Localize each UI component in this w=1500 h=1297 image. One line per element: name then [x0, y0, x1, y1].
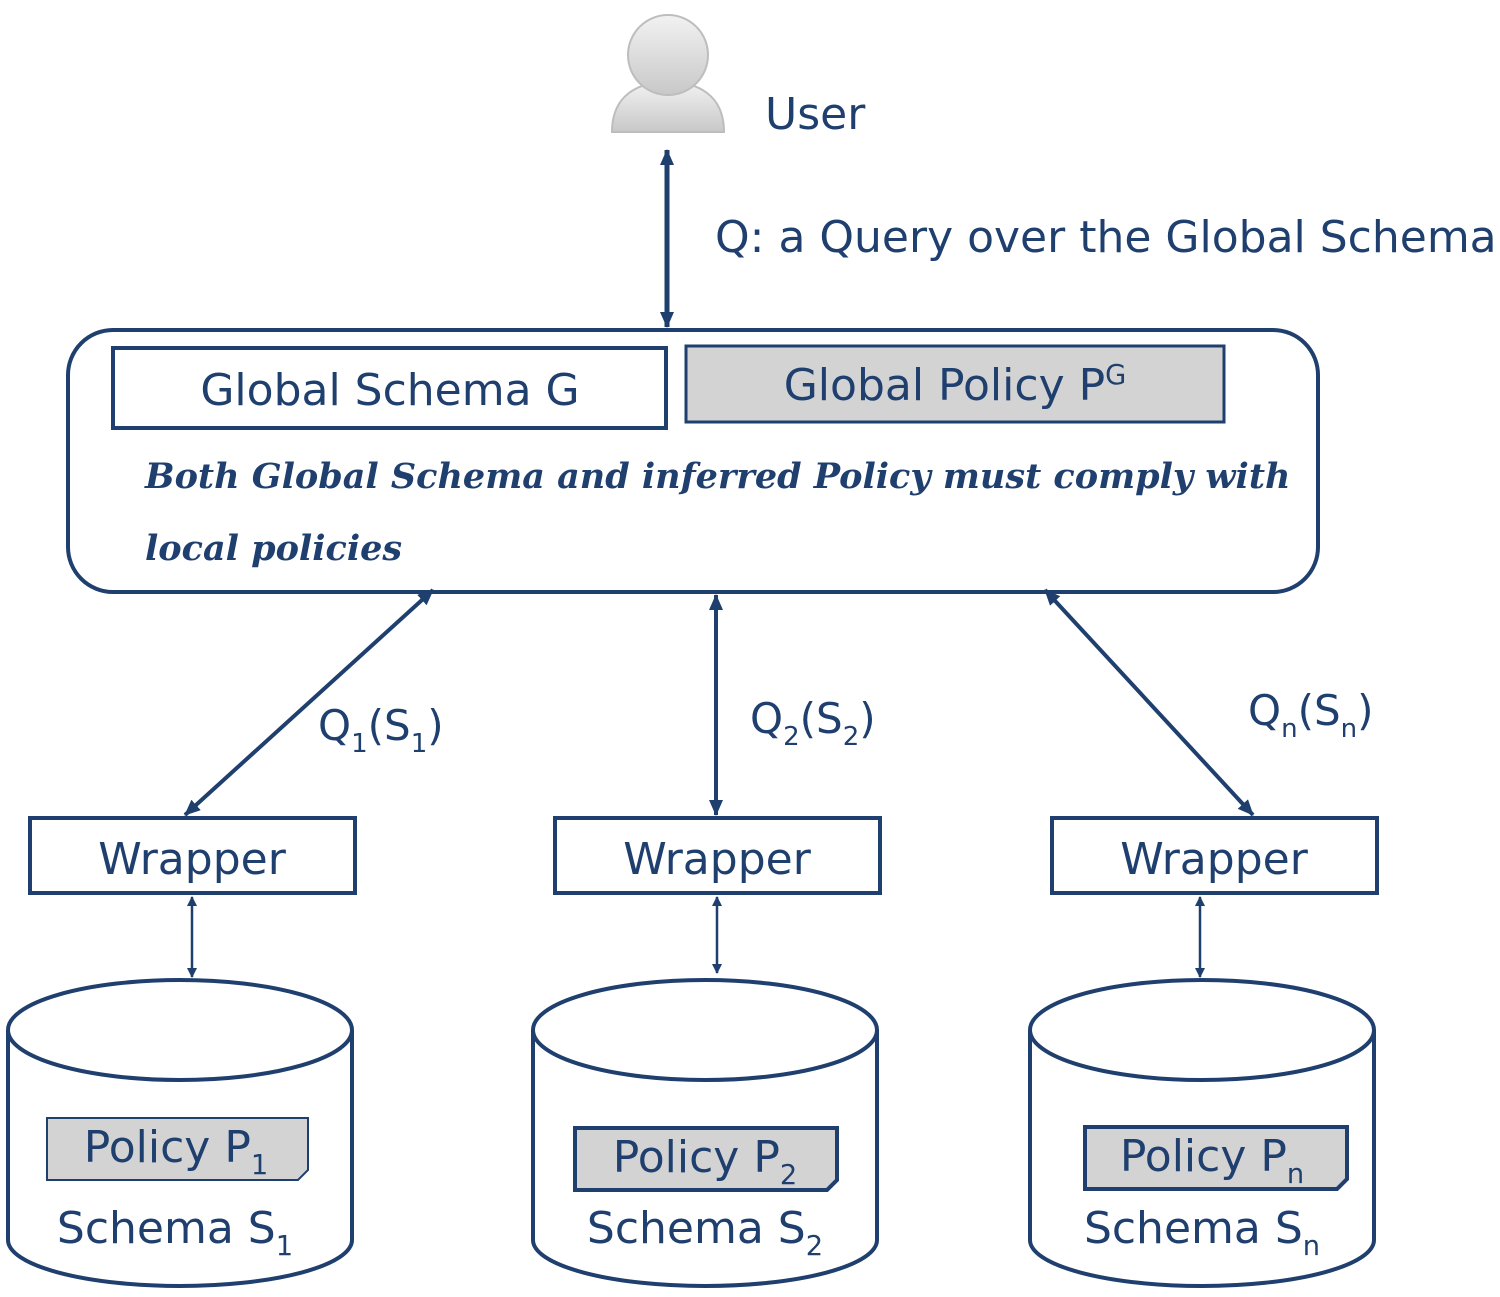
query-q: Q: [1248, 686, 1281, 735]
query-s: S: [384, 701, 411, 750]
wrapper-2-box: [553, 816, 882, 895]
policy-1-sub: 1: [251, 1150, 268, 1181]
global-policy-label: Global Policy PG: [784, 360, 1127, 411]
policy-2-sub: 2: [780, 1160, 797, 1191]
database-n-top: [1028, 978, 1376, 1082]
query-q: Q: [750, 694, 783, 743]
paren-open: (: [368, 701, 384, 750]
source-1-query-arrow: [183, 588, 435, 817]
schema-2-text: Schema S: [587, 1203, 806, 1254]
wrapper-1-box: [28, 816, 357, 895]
schema-n-text: Schema S: [1084, 1203, 1303, 1254]
policy-n-sub: n: [1287, 1159, 1304, 1190]
database-2-top: [531, 978, 879, 1082]
wrapper-n-label: Wrapper: [1120, 834, 1309, 885]
schema-n-label: Schema Sn: [1084, 1203, 1320, 1262]
policy-1-text: Policy P: [84, 1122, 251, 1173]
query-s-sub: 2: [843, 722, 860, 752]
policy-2-label: Policy P2: [613, 1132, 797, 1191]
database-2: Policy P2 Schema S2: [531, 978, 879, 1288]
paren-open: (: [1298, 686, 1314, 735]
query-s: S: [1314, 686, 1341, 735]
source-n-query-arrow: [1043, 588, 1255, 817]
global-policy-text: Global Policy P: [784, 360, 1105, 411]
query-s-sub: n: [1341, 714, 1358, 744]
database-n: Policy Pn Schema Sn: [1028, 978, 1376, 1288]
policy-2-text: Policy P: [613, 1132, 780, 1183]
schema-1-text: Schema S: [57, 1203, 276, 1254]
database-1: Policy P1 Schema S1: [6, 978, 354, 1288]
schema-1-label: Schema S1: [57, 1203, 293, 1262]
source-n-query-label: Qn(Sn): [1248, 686, 1374, 744]
wrapper-2-label: Wrapper: [623, 834, 812, 885]
schema-1-sub: 1: [276, 1231, 293, 1262]
query-s: S: [816, 694, 843, 743]
policy-1-doc-icon: [46, 1117, 309, 1181]
query-label: Q: a Query over the Global Schema: [715, 212, 1497, 263]
global-schema-box: [111, 346, 668, 430]
wrapper-n-box: [1050, 816, 1379, 895]
policy-n-label: Policy Pn: [1120, 1131, 1304, 1190]
policy-2-doc-icon: [573, 1126, 839, 1192]
paren-open: (: [800, 694, 816, 743]
schema-n-sub: n: [1303, 1231, 1320, 1262]
policy-n-text: Policy P: [1120, 1131, 1287, 1182]
wrapper-2: Wrapper: [553, 816, 882, 895]
wrapper-1-label: Wrapper: [98, 834, 287, 885]
query-q-sub: 1: [351, 729, 368, 759]
global-policy-box: [684, 344, 1226, 424]
policy-1-label: Policy P1: [84, 1122, 268, 1181]
query-q: Q: [318, 701, 351, 750]
schema-2-sub: 2: [806, 1231, 823, 1262]
source-2-query-label: Q2(S2): [750, 694, 876, 752]
global-schema-label: Global Schema G: [200, 365, 579, 416]
paren-close: ): [1357, 686, 1373, 735]
schema-2-label: Schema S2: [587, 1203, 823, 1262]
global-policy-sup: G: [1105, 360, 1126, 391]
wrapper-n: Wrapper: [1050, 816, 1379, 895]
compliance-note-line-1: Both Global Schema and inferred Policy m…: [144, 456, 1290, 497]
query-s-sub: 1: [411, 729, 428, 759]
wrapper-1: Wrapper: [28, 816, 357, 895]
source-1-query-label: Q1(S1): [318, 701, 444, 759]
database-1-top: [6, 978, 354, 1082]
user-label: User: [765, 89, 866, 140]
query-q-sub: n: [1281, 714, 1298, 744]
paren-close: ): [427, 701, 443, 750]
user-icon: [610, 14, 726, 133]
paren-close: ): [859, 694, 875, 743]
compliance-note-line-2: local policies: [145, 528, 402, 569]
query-q-sub: 2: [783, 722, 800, 752]
policy-n-doc-icon: [1083, 1125, 1349, 1191]
